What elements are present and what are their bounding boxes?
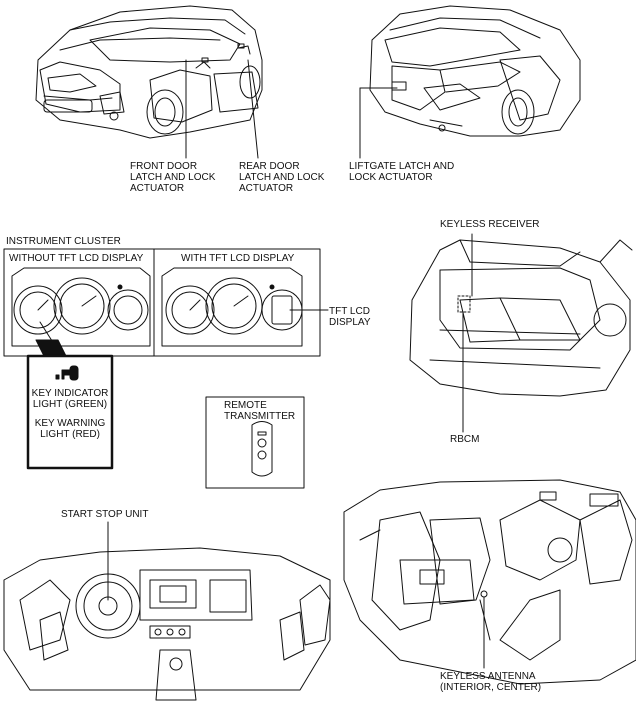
tft-lcd-line-1: TFT LCD <box>329 306 370 317</box>
key-indicator-line-2: LIGHT (GREEN) <box>32 399 108 410</box>
instrument-cluster-title: INSTRUMENT CLUSTER <box>6 236 121 247</box>
keyless-receiver-label: KEYLESS RECEIVER <box>440 219 540 230</box>
front-door-label-line-2: LATCH AND LOCK <box>130 172 216 183</box>
cargo-area-illustration <box>409 233 633 433</box>
front-door-label-line-1: FRONT DOOR <box>130 161 198 172</box>
remote-transmitter-box <box>205 396 305 489</box>
rear-door-actuator-label: REAR DOOR LATCH AND LOCK ACTUATOR <box>239 161 324 194</box>
front-vehicle-illustration <box>35 5 263 139</box>
rear-door-label-line-2: LATCH AND LOCK <box>239 172 325 183</box>
cluster-with-tft <box>161 267 329 347</box>
key-indicator-leader <box>35 321 67 357</box>
without-tft-heading: WITHOUT TFT LCD DISPLAY <box>9 253 144 264</box>
cluster-without-tft <box>11 267 151 347</box>
rear-vehicle-illustration <box>369 5 581 137</box>
remote-label-line-1: REMOTE <box>224 400 267 411</box>
liftgate-label-line-2: LOCK ACTUATOR <box>349 172 433 183</box>
tft-lcd-line-2: DISPLAY <box>329 317 371 328</box>
keyless-antenna-line-1: KEYLESS ANTENNA <box>440 671 536 682</box>
front-door-label-line-3: ACTUATOR <box>130 183 185 194</box>
dashboard-illustration <box>3 521 331 701</box>
remote-transmitter-label: REMOTE TRANSMITTER <box>224 400 295 422</box>
keyless-antenna-line-2: (INTERIOR, CENTER) <box>440 682 542 693</box>
key-indicator-line-1: KEY INDICATOR <box>31 388 109 399</box>
remote-label-line-2: TRANSMITTER <box>224 411 296 422</box>
key-warning-light-label: KEY WARNING LIGHT (RED) <box>28 418 112 440</box>
interior-illustration <box>343 479 636 685</box>
liftgate-label-line-1: LIFTGATE LATCH AND <box>349 161 455 172</box>
tft-lcd-display-label: TFT LCD DISPLAY <box>329 306 371 328</box>
instrument-cluster-frame <box>3 248 321 357</box>
key-indicator-box <box>26 354 114 470</box>
door-leader-lines <box>185 59 398 159</box>
front-door-actuator-label: FRONT DOOR LATCH AND LOCK ACTUATOR <box>130 161 215 194</box>
key-warning-line-1: KEY WARNING <box>34 418 106 429</box>
liftgate-actuator-label: LIFTGATE LATCH AND LOCK ACTUATOR <box>349 161 454 183</box>
key-indicator-light-label: KEY INDICATOR LIGHT (GREEN) <box>28 388 112 410</box>
key-warning-line-2: LIGHT (RED) <box>40 429 100 440</box>
rbcm-label: RBCM <box>450 434 480 445</box>
key-icon <box>55 365 79 381</box>
rear-door-label-line-3: ACTUATOR <box>239 183 294 194</box>
rear-door-label-line-1: REAR DOOR <box>239 161 300 172</box>
keyless-antenna-label: KEYLESS ANTENNA (INTERIOR, CENTER) <box>440 671 541 693</box>
with-tft-heading: WITH TFT LCD DISPLAY <box>181 253 295 264</box>
start-stop-unit-label: START STOP UNIT <box>61 509 149 520</box>
